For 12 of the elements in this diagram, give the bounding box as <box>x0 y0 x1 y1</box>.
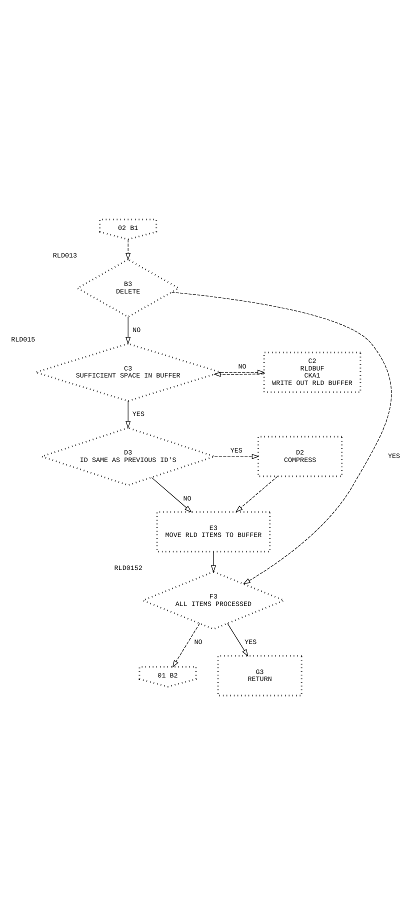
arrow <box>213 371 264 376</box>
arrow <box>210 550 216 572</box>
arrow <box>126 316 131 344</box>
arrow <box>172 622 200 668</box>
arrow <box>171 291 392 584</box>
arrow <box>235 476 278 512</box>
arrow <box>151 476 192 512</box>
arrow <box>220 369 265 374</box>
arrow <box>126 238 131 260</box>
arrow <box>214 453 260 459</box>
arrow <box>126 400 131 428</box>
arrow <box>227 622 248 656</box>
